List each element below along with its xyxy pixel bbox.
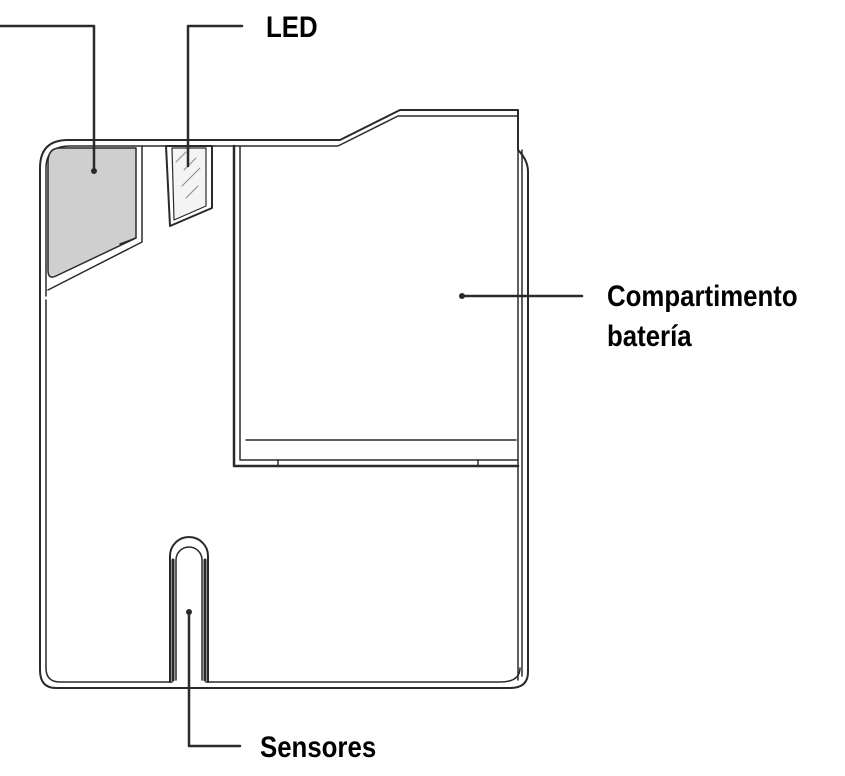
battery-compartment-label: Compartimento batería (607, 277, 798, 357)
battery-compartment-label-line1: Compartimento (607, 280, 798, 313)
sensor-slot (169, 536, 209, 683)
led-window (165, 145, 213, 227)
battery-compartment (232, 144, 520, 468)
sensors-label: Sensores (260, 731, 377, 764)
battery-compartment-label-line2: batería (607, 320, 692, 353)
device-body (39, 109, 529, 689)
leader-line-sensors (187, 610, 242, 748)
leader-line-led (186, 24, 244, 168)
top-left-panel (47, 145, 143, 291)
leader-line-top-left (0, 24, 96, 173)
led-label: LED (266, 11, 318, 44)
leader-lines (0, 24, 584, 748)
